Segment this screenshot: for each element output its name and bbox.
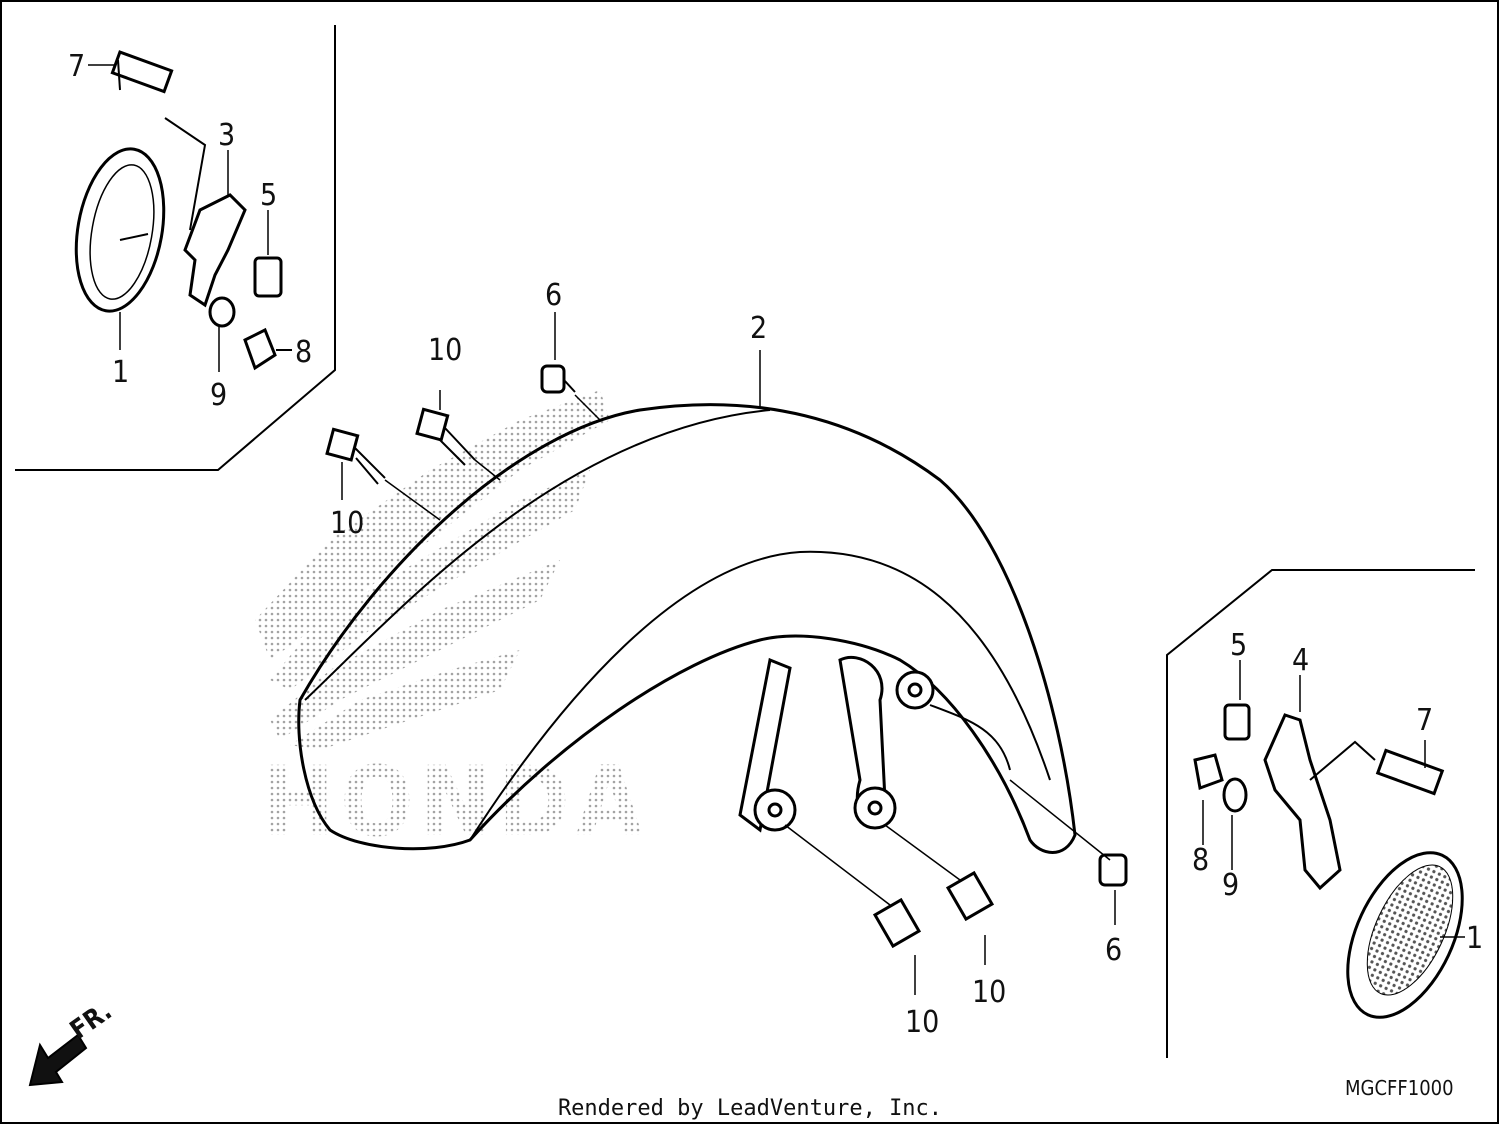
inset-bottom-right	[1166, 569, 1475, 1058]
watermark-text: HONDA	[262, 746, 649, 858]
callout-10-c: 10	[905, 1005, 939, 1040]
callout-7-br: 7	[1416, 703, 1433, 738]
footer-credit: Rendered by LeadVenture, Inc.	[558, 1096, 942, 1121]
collar-part	[1223, 703, 1251, 741]
callout-2: 2	[750, 311, 767, 346]
inset-top-left	[15, 25, 336, 471]
callout-10-a: 10	[428, 333, 462, 368]
bolt-part	[1375, 748, 1445, 796]
fender-bolts	[325, 312, 1128, 995]
front-fender-part	[297, 403, 1077, 854]
washer-part	[208, 296, 236, 328]
bracket-part	[1263, 713, 1342, 891]
collar-part	[253, 256, 283, 298]
bracket-part	[183, 193, 247, 308]
callout-10-d: 10	[972, 975, 1006, 1010]
front-direction-arrow-icon	[28, 1033, 88, 1087]
callout-8-br: 8	[1192, 843, 1209, 878]
callout-8-tl: 8	[295, 335, 312, 370]
washer-part	[1222, 777, 1248, 813]
callout-6-bottom: 6	[1105, 933, 1122, 968]
callout-9-br: 9	[1222, 868, 1239, 903]
callout-1-br: 1	[1466, 921, 1483, 956]
bolt-part	[110, 50, 174, 94]
honda-wing-watermark: HONDA	[255, 390, 649, 858]
callout-9-tl: 9	[210, 378, 227, 413]
callout-7-tl: 7	[68, 49, 85, 84]
reflector-part	[1346, 851, 1464, 1019]
callout-3-tl: 3	[218, 118, 235, 153]
callout-1-tl: 1	[112, 355, 129, 390]
callout-10-b: 10	[330, 506, 364, 541]
diagram-code: MGCFF1000	[1345, 1076, 1454, 1100]
callout-5-br: 5	[1230, 628, 1247, 663]
nut-part	[243, 327, 277, 371]
callout-6-top: 6	[545, 278, 562, 313]
callout-4-br: 4	[1292, 643, 1309, 678]
callout-5-tl: 5	[260, 178, 277, 213]
nut-part	[1193, 753, 1224, 791]
